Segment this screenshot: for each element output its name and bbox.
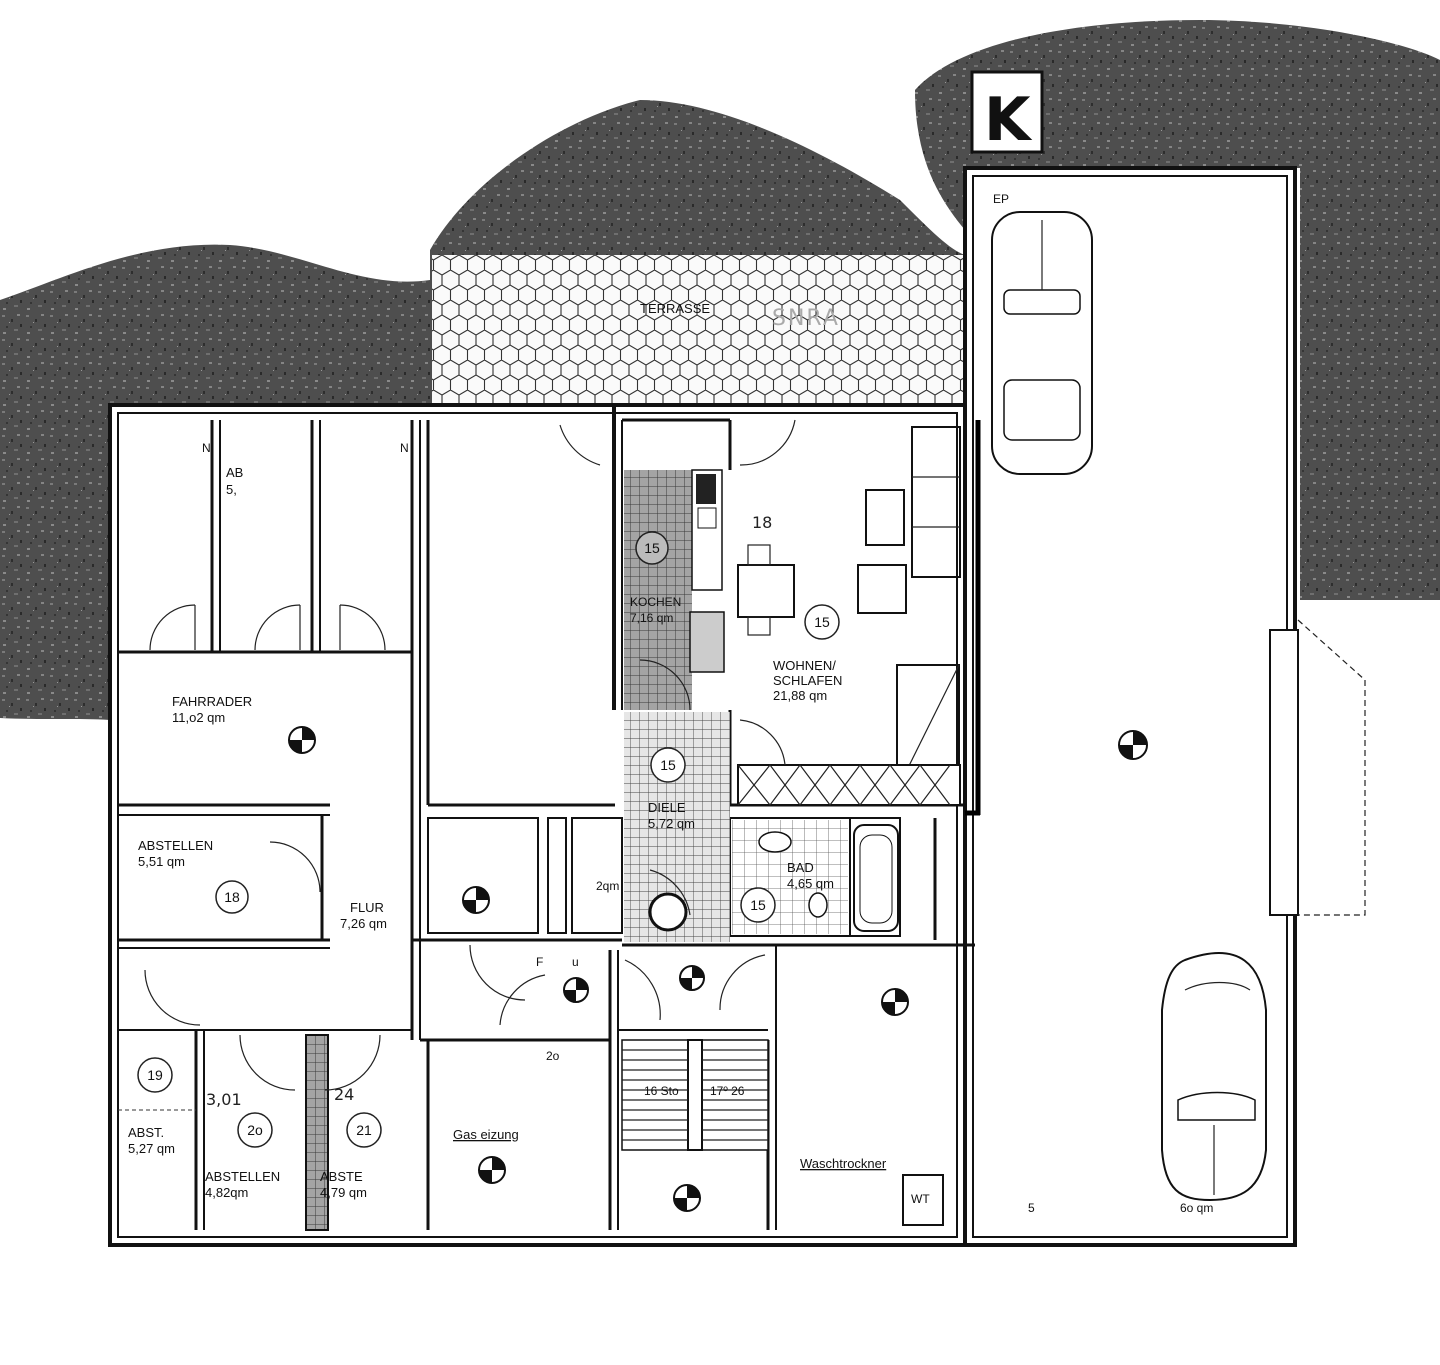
- waschtrockner-label: Waschtrockner: [800, 1156, 887, 1171]
- diele-name: DIELE: [648, 800, 686, 815]
- fahrrader-name: FAHRRADER: [172, 694, 252, 709]
- terrace-label: TERRASSE: [640, 301, 710, 316]
- living-furniture: [737, 426, 961, 806]
- wohnen-tag-circle: [804, 604, 840, 640]
- interior-walls: [118, 405, 975, 1231]
- flur-name: FLUR: [350, 900, 384, 915]
- kochen-name: KOCHEN: [630, 595, 681, 609]
- abstellen1-name: ABSTELLEN: [138, 838, 213, 853]
- abstellen20-name: ABSTELLEN: [205, 1169, 280, 1184]
- ceiling-lights: [288, 726, 1148, 1212]
- car-top: [991, 211, 1093, 475]
- bad-area: 4,65 qm: [787, 876, 834, 891]
- stamp-text: SNRA: [772, 306, 840, 331]
- kochen-tag-circle: [635, 531, 669, 565]
- abst19-name: ABST.: [128, 1125, 164, 1140]
- wohnen-tag: 15: [814, 614, 830, 630]
- abste21-area: 4,79 qm: [320, 1185, 367, 1200]
- abst19-tag: 19: [147, 1067, 163, 1083]
- north-mark-right: N: [400, 441, 409, 455]
- hand-note-301: 3,01: [206, 1090, 242, 1109]
- abstellen1-tag: 18: [224, 889, 240, 905]
- hand-note-18: 18: [752, 513, 772, 532]
- abstellen1-area: 5,51 qm: [138, 854, 185, 869]
- kochen-tag: 15: [644, 540, 660, 556]
- wohnen-name-1: WOHNEN/: [773, 658, 836, 673]
- k-mark-text: K: [984, 85, 1033, 155]
- car-bottom: [1161, 952, 1267, 1202]
- diele-tag-circle: [650, 747, 686, 783]
- sink: [697, 507, 717, 529]
- k-marker: K: [970, 70, 1044, 155]
- bad-tag: 15: [750, 897, 766, 913]
- hand-note-24: 24: [334, 1085, 354, 1104]
- abstellen20-tag: 2o: [247, 1122, 263, 1138]
- doors: [144, 419, 796, 1091]
- abstellen20-tag-circle: [237, 1112, 273, 1148]
- abste21-name: ABSTE: [320, 1169, 363, 1184]
- abst19-tag-circle: [137, 1057, 173, 1093]
- ab-room-name: AB: [226, 465, 243, 480]
- terrace-paving: [432, 255, 964, 405]
- abstellen20-area: 4,82qm: [205, 1185, 248, 1200]
- kitchen-tiles: [624, 470, 692, 710]
- f-note: F: [536, 955, 543, 969]
- bath-fixtures: [758, 824, 899, 932]
- ep-label: EP: [993, 192, 1009, 206]
- stove: [696, 474, 716, 504]
- abst19-area: 5,27 qm: [128, 1141, 175, 1156]
- two-qm-note: 2qm: [596, 879, 619, 893]
- twenty-note: 2o: [546, 1049, 560, 1063]
- building-walls: [108, 166, 1366, 1247]
- flur-area: 7,26 qm: [340, 916, 387, 931]
- diele-tag: 15: [660, 757, 676, 773]
- kitchen-table: [689, 611, 725, 673]
- column: [648, 892, 688, 932]
- abstellen1-tag-circle: [215, 880, 249, 914]
- fahrrader-area: 11,o2 qm: [172, 710, 225, 725]
- gas-label: Gas eizung: [453, 1127, 519, 1142]
- diele-area: 5,72 qm: [648, 816, 695, 831]
- north-mark-left: N: [202, 441, 211, 455]
- stairs: [621, 1039, 769, 1151]
- wohnen-name-2: SCHLAFEN: [773, 673, 842, 688]
- garage-area: 6o qm: [1180, 1201, 1213, 1215]
- ab-room-area: 5,: [226, 482, 237, 497]
- bad-tag-circle: [740, 887, 776, 923]
- wt-label: WT: [911, 1192, 930, 1206]
- wohnen-area: 21,88 qm: [773, 688, 827, 703]
- bad-name: BAD: [787, 860, 814, 875]
- stairs-left-label: 16 Sto: [644, 1084, 679, 1098]
- stairs-right-label: 17º 26: [710, 1084, 745, 1098]
- u-note: u: [572, 955, 579, 969]
- garage-mark: 5: [1028, 1201, 1035, 1215]
- abste21-tag: 21: [356, 1122, 372, 1138]
- abste21-tag-circle: [346, 1112, 382, 1148]
- kochen-area: 7,16 qm: [630, 611, 673, 625]
